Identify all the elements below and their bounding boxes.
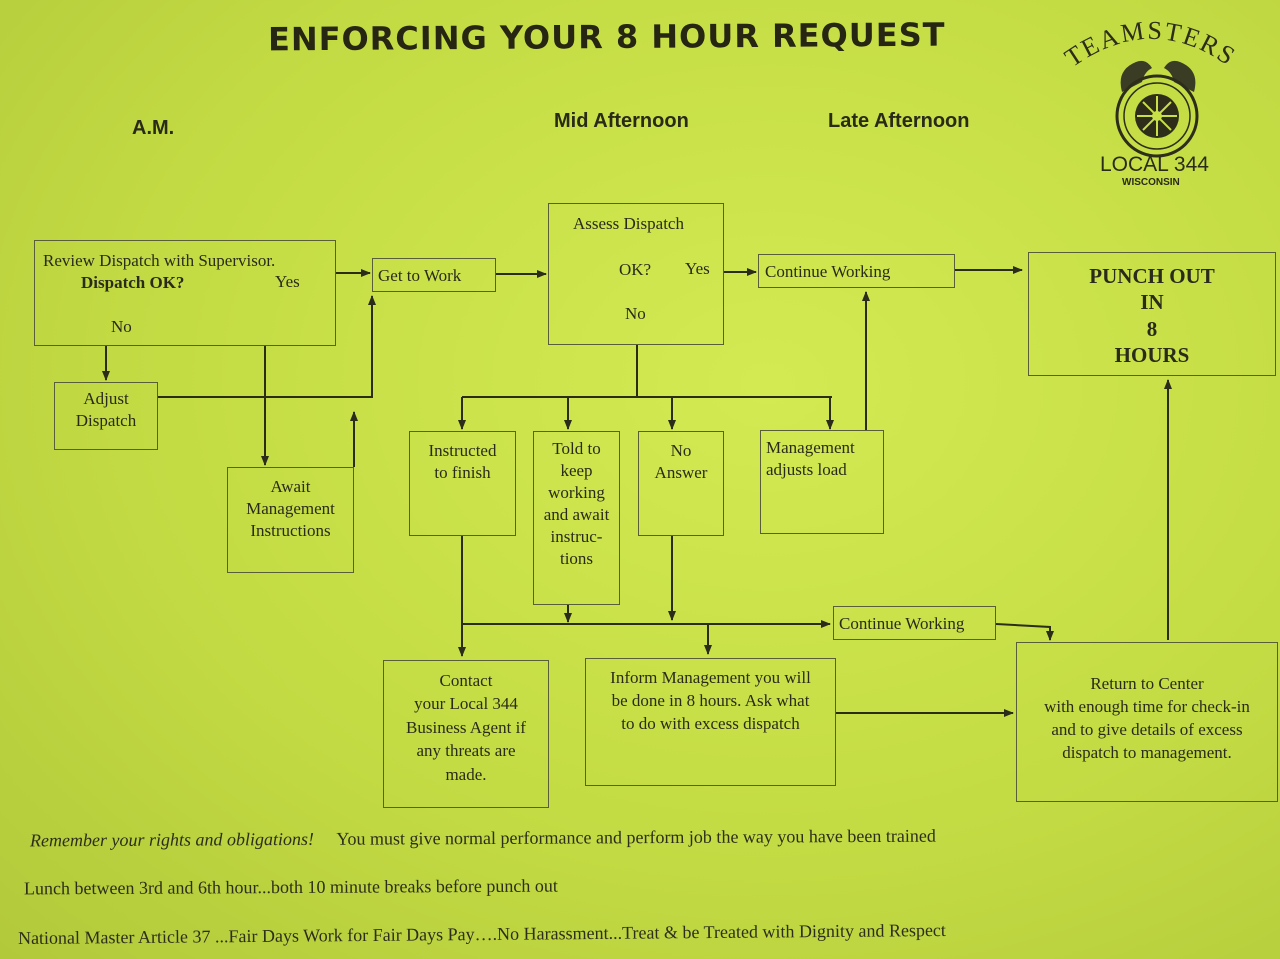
footer-line-2: Lunch between 3rd and 6th hour...both 10… bbox=[23, 875, 558, 899]
told-line-4: and await bbox=[543, 505, 610, 525]
return-line-2: with enough time for check-in bbox=[1044, 696, 1250, 716]
no-answer-line-2: Answer bbox=[654, 463, 708, 483]
await-line-1: Await bbox=[270, 477, 311, 496]
mgmt-line-1: Management bbox=[766, 438, 855, 457]
continue-working-top-box: Continue Working bbox=[758, 254, 955, 288]
return-line-1: Return to Center bbox=[1090, 674, 1204, 693]
punch-line-2: IN bbox=[1140, 290, 1164, 315]
get-to-work-box: Get to Work bbox=[372, 258, 496, 292]
told-line-1: Told to bbox=[552, 439, 601, 458]
told-line-5: instruc- bbox=[550, 527, 603, 547]
no-answer-line-1: No bbox=[670, 441, 692, 460]
phase-late-afternoon: Late Afternoon bbox=[828, 110, 970, 132]
inform-line-3: to do with excess dispatch bbox=[621, 713, 800, 733]
return-line-3: and to give details of excess bbox=[1051, 719, 1243, 739]
contact-line-5: made. bbox=[445, 764, 487, 784]
phase-am: A.M. bbox=[132, 117, 175, 139]
phase-mid-afternoon: Mid Afternoon bbox=[554, 110, 689, 132]
await-instructions-box: Await Management Instructions bbox=[227, 467, 354, 573]
adjust-line-2: Dispatch bbox=[75, 411, 137, 431]
punch-line-4: HOURS bbox=[1114, 342, 1190, 367]
punch-out-box: PUNCH OUT IN 8 HOURS bbox=[1028, 252, 1276, 376]
logo-local: LOCAL 344 bbox=[1100, 153, 1209, 176]
footer-performance: You must give normal performance and per… bbox=[336, 825, 936, 849]
told-to-keep-working-box: Told to keep working and await instruc- … bbox=[533, 431, 620, 605]
assess-yes-label: Yes bbox=[685, 259, 710, 278]
await-line-2: Management bbox=[246, 499, 335, 519]
assess-dispatch-title: Assess Dispatch bbox=[573, 214, 684, 233]
inform-line-2: be done in 8 hours. Ask what bbox=[611, 690, 810, 710]
await-line-3: Instructions bbox=[250, 521, 331, 541]
adjust-line-1: Adjust bbox=[83, 389, 129, 408]
punch-line-1: PUNCH OUT bbox=[1089, 264, 1215, 288]
contact-line-4: any threats are bbox=[416, 741, 516, 761]
return-line-4: dispatch to management. bbox=[1062, 742, 1232, 762]
arrow-continue-mid-to-return bbox=[995, 623, 1054, 641]
assess-question: OK? bbox=[619, 260, 652, 279]
punch-line-3: 8 bbox=[1146, 316, 1158, 341]
told-line-2: keep bbox=[560, 461, 593, 481]
logo-state: WISCONSIN bbox=[1122, 177, 1180, 188]
instructed-to-finish-box: Instructed to finish bbox=[409, 431, 516, 536]
mgmt-line-2: adjusts load bbox=[766, 460, 847, 480]
review-yes-label: Yes bbox=[275, 272, 300, 291]
assess-dispatch-box: Assess Dispatch OK? Yes No bbox=[548, 203, 724, 345]
footer-rights: Remember your rights and obligations! bbox=[29, 828, 315, 851]
told-line-3: working bbox=[548, 483, 605, 503]
review-dispatch-question: Dispatch OK? bbox=[81, 273, 185, 292]
teamsters-logo: TEAMSTERS LOCAL 344 WISCONSIN bbox=[1059, 10, 1260, 190]
review-dispatch-text: Review Dispatch with Supervisor. bbox=[43, 251, 276, 270]
told-line-6: tions bbox=[559, 549, 594, 569]
contact-business-agent-box: Contact your Local 344 Business Agent if… bbox=[383, 660, 549, 808]
continue-working-mid-label: Continue Working bbox=[839, 614, 965, 633]
arrow-adjust-to-get-to-work bbox=[158, 295, 376, 398]
contact-line-2: your Local 344 bbox=[414, 694, 518, 714]
review-dispatch-box: Review Dispatch with Supervisor. Dispatc… bbox=[34, 240, 336, 346]
inform-management-box: Inform Management you will be done in 8 … bbox=[585, 658, 836, 786]
instructed-line-1: Instructed bbox=[428, 441, 497, 460]
teamsters-emblem-icon: TEAMSTERS bbox=[1059, 16, 1240, 158]
management-adjusts-load-box: Management adjusts load bbox=[760, 430, 884, 534]
contact-line-3: Business Agent if bbox=[406, 717, 526, 737]
continue-working-top-label: Continue Working bbox=[765, 262, 891, 281]
assess-no-label: No bbox=[625, 304, 646, 323]
contact-line-1: Contact bbox=[439, 671, 493, 690]
no-answer-box: No Answer bbox=[638, 431, 724, 536]
review-no-label: No bbox=[111, 317, 132, 336]
continue-working-mid-box: Continue Working bbox=[833, 606, 996, 640]
inform-line-1: Inform Management you will bbox=[610, 668, 811, 687]
return-to-center-box: Return to Center with enough time for ch… bbox=[1016, 642, 1278, 802]
instructed-line-2: to finish bbox=[434, 463, 491, 483]
adjust-dispatch-box: Adjust Dispatch bbox=[54, 382, 158, 450]
get-to-work-label: Get to Work bbox=[378, 266, 462, 285]
